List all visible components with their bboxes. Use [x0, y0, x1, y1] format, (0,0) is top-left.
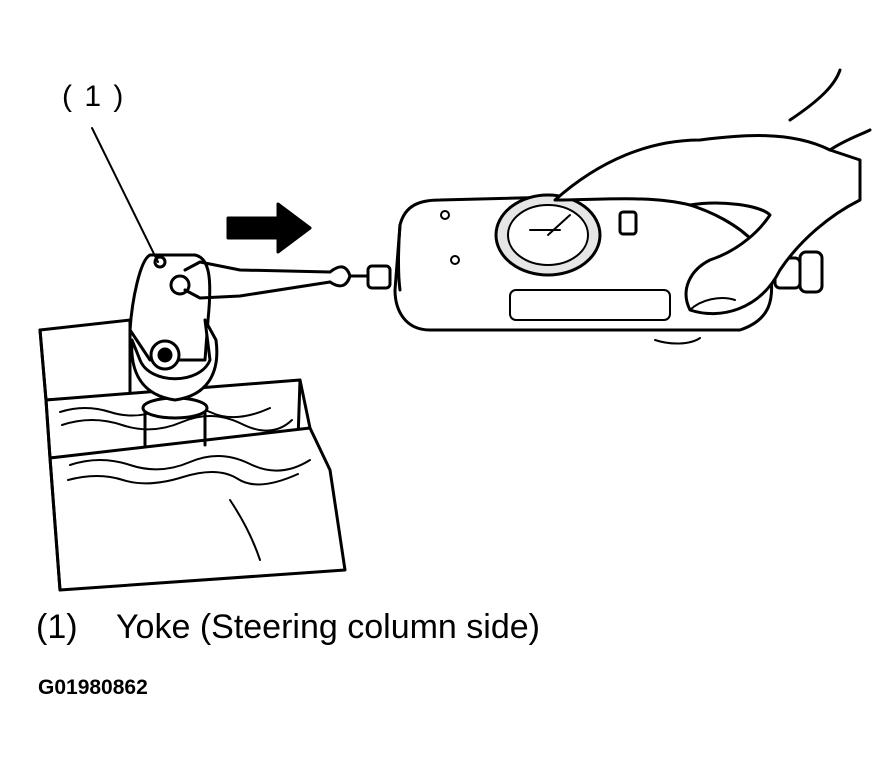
figure-id: G01980862: [38, 676, 148, 699]
caption-number: (1): [36, 608, 78, 646]
callout-ref-label: ( 1 ): [62, 80, 126, 113]
vise-block: [38, 318, 347, 592]
spring-scale: [393, 193, 824, 332]
pull-arrow: [226, 202, 312, 254]
illustration: [38, 68, 872, 592]
callout-leader: [91, 127, 159, 263]
figure-caption: (1) Yoke (Steering column side): [36, 608, 540, 647]
shaft: [141, 396, 209, 447]
hand: [553, 68, 872, 345]
caption-text: Yoke (Steering column side): [116, 608, 540, 646]
hook-cable: [183, 260, 392, 300]
yoke: [128, 253, 219, 402]
